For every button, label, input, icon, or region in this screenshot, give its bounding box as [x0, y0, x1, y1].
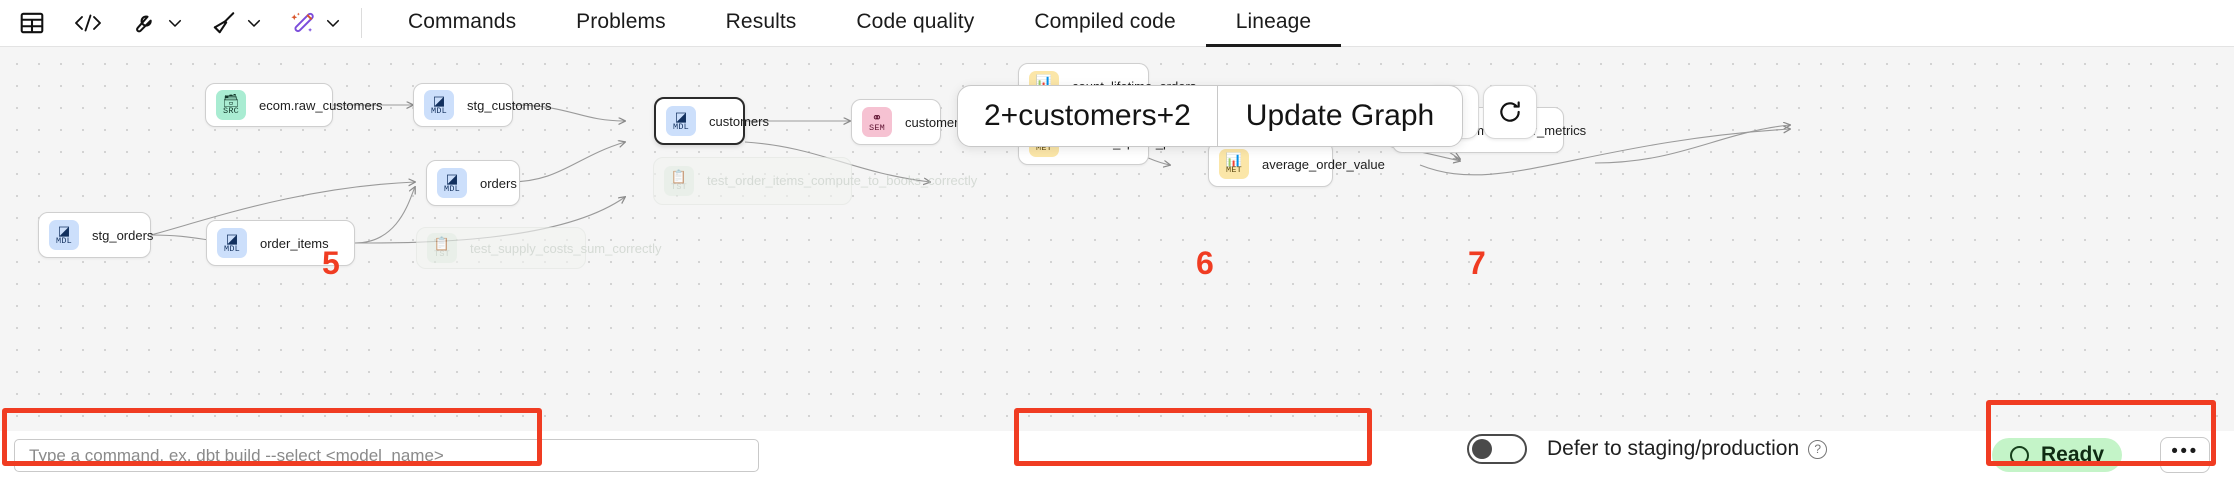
toolbar-divider: [361, 8, 362, 38]
graph-nodes-icon: ⚭: [871, 109, 883, 125]
defer-toggle[interactable]: [1467, 434, 1527, 464]
bar-chart-icon: 📊: [1035, 73, 1053, 89]
lineage-node-test-order-items[interactable]: 📋 TST test_order_items_compute_to_books_…: [653, 157, 977, 205]
reload-graph-button[interactable]: [1483, 85, 1537, 139]
lineage-node-ecom-raw-customers[interactable]: 🗃 SRC ecom.raw_customers: [205, 83, 383, 127]
defer-control-group: Defer to staging/production ?: [1467, 434, 1828, 464]
table-icon[interactable]: [14, 6, 50, 40]
bar-chart-icon: 📊: [1225, 151, 1243, 167]
node-label: orders: [480, 175, 517, 191]
magic-wand-dropdown-caret-icon[interactable]: [321, 6, 345, 40]
status-ready-badge[interactable]: Ready: [1992, 438, 2123, 472]
wrench-icon[interactable]: [126, 6, 163, 40]
mdl-badge-icon: ◪ MDL: [217, 228, 247, 258]
code-icon[interactable]: [68, 6, 108, 40]
broom-dropdown-caret-icon[interactable]: [242, 6, 266, 40]
mdl-badge-icon: ◪ MDL: [437, 168, 467, 198]
tab-bar: Commands Problems Results Code quality C…: [378, 0, 1342, 47]
lineage-node-customers-semantic[interactable]: ⚭ SEM customers: [851, 99, 965, 145]
lineage-node-stg-orders[interactable]: ◪ MDL stg_orders: [38, 212, 154, 258]
node-label: stg_orders: [92, 227, 154, 243]
tab-results[interactable]: Results: [725, 9, 797, 33]
annotation-number-7: 7: [1468, 245, 1486, 281]
cube-icon: ◪: [57, 222, 71, 238]
node-label: order_items: [260, 235, 329, 251]
defer-label: Defer to staging/production: [1547, 437, 1800, 460]
sem-badge-icon: ⚭ SEM: [862, 107, 892, 137]
node-label: stg_customers: [467, 97, 552, 113]
toggle-knob: [1472, 439, 1492, 459]
tab-code-quality[interactable]: Code quality: [856, 9, 975, 33]
status-dot-icon: [2010, 445, 2029, 465]
node-label: customers: [709, 113, 769, 129]
src-badge-icon: 🗃 SRC: [216, 90, 246, 120]
status-label: Ready: [2041, 443, 2105, 466]
clipboard-check-icon: 📋: [433, 235, 451, 251]
tst-badge-icon: 📋 TST: [664, 166, 694, 196]
lineage-node-orders[interactable]: ◪ MDL orders: [426, 160, 520, 206]
tab-compiled-code[interactable]: Compiled code: [1034, 9, 1176, 33]
top-toolbar: Commands Problems Results Code quality C…: [0, 0, 2234, 47]
tab-problems[interactable]: Problems: [576, 9, 666, 33]
bottom-status-bar: Type a command, ex. dbt build --select <…: [0, 431, 2234, 478]
wrench-dropdown-caret-icon[interactable]: [163, 6, 187, 40]
magic-wand-icon[interactable]: [284, 6, 321, 40]
mdl-badge-icon: ◪ MDL: [424, 90, 454, 120]
graph-selector-input[interactable]: 2+customers+2: [984, 99, 1191, 132]
met-badge-icon: 📊 MET: [1219, 149, 1249, 179]
cube-icon: ◪: [445, 170, 459, 186]
node-label: average_order_value: [1262, 156, 1385, 172]
mdl-badge-icon: ◪ MDL: [49, 220, 79, 250]
cube-icon: ◪: [432, 92, 446, 108]
database-icon: 🗃: [222, 92, 240, 108]
toolbar-icon-group: [0, 0, 345, 46]
broom-icon[interactable]: [205, 6, 242, 40]
clipboard-check-icon: 📋: [670, 168, 688, 184]
tab-commands[interactable]: Commands: [408, 9, 517, 33]
cube-icon: ◪: [225, 230, 239, 246]
lineage-node-customers-model[interactable]: ◪ MDL customers: [654, 97, 769, 145]
more-options-button[interactable]: •••: [2160, 437, 2210, 473]
lineage-node-test-supply-costs[interactable]: 📋 TST test_supply_costs_sum_correctly: [416, 227, 661, 269]
lineage-node-average-order-value[interactable]: 📊 MET average_order_value: [1208, 141, 1385, 187]
command-input[interactable]: Type a command, ex. dbt build --select <…: [14, 439, 759, 472]
lineage-node-stg-customers[interactable]: ◪ MDL stg_customers: [413, 83, 552, 127]
tab-lineage[interactable]: Lineage: [1205, 0, 1342, 47]
lineage-node-order-items[interactable]: ◪ MDL order_items: [206, 220, 355, 266]
cube-icon: ◪: [674, 108, 688, 124]
overlay-divider: [1216, 86, 1218, 146]
node-label: customers: [905, 114, 965, 130]
annotation-number-6: 6: [1196, 245, 1214, 281]
node-label: ecom.raw_customers: [259, 97, 383, 113]
help-circle-icon[interactable]: ?: [1808, 439, 1828, 459]
graph-selector-overlay: 2+customers+2 Update Graph: [957, 85, 1464, 147]
annotation-number-5: 5: [322, 245, 340, 281]
mdl-badge-icon: ◪ MDL: [666, 106, 696, 136]
lineage-canvas[interactable]: 🗃 SRC ecom.raw_customers ◪ MDL stg_custo…: [0, 47, 2234, 431]
tst-badge-icon: 📋 TST: [427, 233, 457, 263]
node-label: test_order_items_compute_to_books_correc…: [707, 173, 978, 188]
node-label: test_supply_costs_sum_correctly: [470, 240, 662, 256]
update-graph-button[interactable]: Update Graph: [1245, 99, 1435, 132]
